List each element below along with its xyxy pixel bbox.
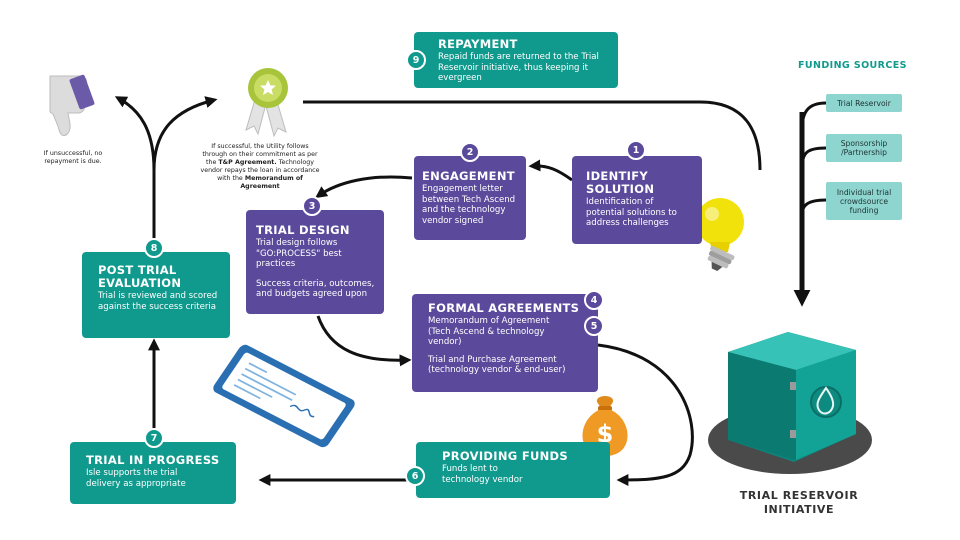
svg-text:$: $ [597,420,614,448]
step-post-box: POST TRIAL EVALUATION Trial is reviewed … [82,252,230,338]
reservoir-label: TRIAL RESERVOIR INITIATIVE [724,489,874,517]
step-repayment-box: REPAYMENT Repaid funds are returned to t… [414,32,618,88]
step-funds-box: PROVIDING FUNDS Funds lent to technology… [416,442,610,498]
step-funds-title: PROVIDING FUNDS [442,449,568,463]
step-progress-desc: Isle supports the trial delivery as appr… [86,468,186,489]
arrow-8-successful [152,96,218,171]
step-agreements-box: FORMAL AGREEMENTS Memorandum of Agreemen… [412,294,598,392]
note-successful-bold-1: T&P Agreement. [218,159,277,166]
step-7-badge: 7 [144,428,164,448]
step-design-title: TRIAL DESIGN [256,223,350,237]
arrow-8-unsuccessful [114,96,156,171]
step-5-badge: 5 [584,316,604,336]
step-4-badge: 4 [584,290,604,310]
arrow-5-to-6 [597,343,694,486]
step-agreements-desc2: Trial and Purchase Agreement (technology… [428,354,566,376]
reservoir-label-line1: TRIAL RESERVOIR [739,489,859,502]
arrow-3-to-4 [316,315,412,367]
step-3-badge: 3 [302,196,322,216]
lightbulb-icon [696,198,744,272]
document-clipboard-icon [213,344,355,448]
funding-sources-label: FUNDING SOURCES [798,60,907,71]
award-ribbon-icon [245,68,288,138]
step-engagement-title: ENGAGEMENT [422,169,515,183]
step-identify-box: IDENTIFY SOLUTION Identification of pote… [572,156,702,244]
step-2-badge: 2 [460,142,480,162]
note-successful-text-2: Technology vendor repays the loan in acc… [200,159,320,182]
step-post-title-2: EVALUATION [98,276,182,290]
funding-source-crowdsource: Individual trial crowdsource funding [826,182,902,220]
step-identify-desc: Identification of potential solutions to… [586,197,677,228]
step-funds-desc: Funds lent to technology vendor [442,464,523,485]
funding-source-sponsorship: Sponsorship /Partnership [826,134,902,162]
note-unsuccessful: If unsuccessful, no repayment is due. [43,150,103,165]
note-successful-bold-2: Memorandum of Agreement [240,175,303,190]
step-8-badge: 8 [144,238,164,258]
step-agreements-title: FORMAL AGREEMENTS [428,301,580,315]
step-repayment-title: REPAYMENT [438,37,518,51]
note-successful: If successful, the Utility follows throu… [198,143,322,191]
arrow-1-to-2 [528,159,573,182]
step-design-box: TRIAL DESIGN Trial design follows "GO:PR… [246,210,384,314]
step-repayment-desc: Repaid funds are returned to the Trial R… [438,52,599,83]
arrow-reservoir-return [303,100,762,171]
step-design-desc2: Success criteria, outcomes, and budgets … [256,278,375,300]
arrow-2-to-3 [315,175,413,199]
note-successful-text-1: If successful, the Utility follows throu… [202,143,318,166]
step-1-badge: 1 [626,140,646,160]
step-engagement-desc: Engagement letter between Tech Ascend an… [422,184,516,226]
step-design-desc: Trial design follows "GO:PROCESS" best p… [256,238,342,269]
step-engagement-box: ENGAGEMENT Engagement letter between Tec… [414,156,526,240]
step-progress-title: TRIAL IN PROGRESS [86,453,220,467]
step-9-badge: 9 [406,50,426,70]
safe-vault-icon [708,332,872,474]
step-identify-title-2: SOLUTION [586,182,655,196]
funding-connectors [800,101,827,216]
step-post-title-1: POST TRIAL [98,263,177,277]
step-progress-box: TRIAL IN PROGRESS Isle supports the tria… [70,442,236,504]
thumbs-down-icon [49,74,95,136]
step-post-desc: Trial is reviewed and scored against the… [98,291,218,312]
step-identify-title-1: IDENTIFY [586,169,649,183]
step-agreements-desc: Memorandum of Agreement (Tech Ascend & t… [428,316,550,347]
reservoir-label-line2: INITIATIVE [763,503,835,516]
funding-source-trial-reservoir: Trial Reservoir [826,94,902,112]
step-6-badge: 6 [405,466,425,486]
